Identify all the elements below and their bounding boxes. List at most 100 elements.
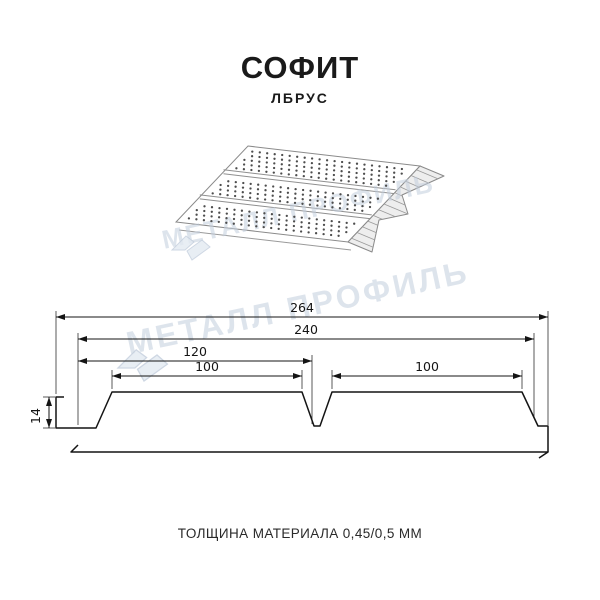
perforation-dot (226, 184, 230, 188)
perforation-dot (309, 198, 312, 202)
perforation-dot (347, 170, 351, 174)
perforation-dot (218, 211, 221, 214)
perforation-dot (251, 150, 254, 153)
perforation-dot (227, 180, 230, 183)
perforation-dot (256, 188, 260, 191)
perforation-dot (316, 195, 320, 198)
perforation-dot (318, 162, 321, 166)
perforation-dot (377, 183, 380, 186)
panel-groove-lines (199, 169, 396, 220)
perforation-dot (234, 180, 237, 184)
perforation-dot (377, 174, 381, 177)
perforation-dot (323, 219, 326, 222)
perforation-dot (271, 199, 274, 202)
perforation-dot (340, 160, 344, 164)
perforation-dot (340, 179, 343, 182)
perforation-dot (363, 163, 366, 166)
perforation-dot (318, 158, 321, 161)
perforation-dot (258, 155, 261, 159)
perforation-dot (301, 202, 304, 205)
perforation-dot (317, 172, 321, 175)
perforation-dot (263, 212, 266, 215)
perforation-dot (256, 197, 259, 200)
perforation-dot (339, 197, 342, 201)
perforation-dot (264, 184, 267, 187)
perforation-dot (195, 213, 198, 216)
page-title: СОФИТ (240, 50, 360, 85)
perforation-dot (217, 220, 220, 224)
perforation-dot (203, 205, 206, 208)
perforation-dot (361, 195, 365, 199)
dimension-arrow (46, 419, 52, 428)
perforation-dot (361, 209, 364, 212)
perforation-dot (288, 159, 291, 162)
perforation-dot (346, 203, 349, 206)
dimension-arrow (303, 358, 312, 364)
perforation-dot (355, 176, 358, 179)
perforation-dot (272, 171, 275, 174)
perforation-dot (347, 175, 351, 178)
perforation-dot (310, 175, 313, 179)
perforation-dot (370, 168, 373, 172)
perforation-dot (242, 163, 246, 166)
perforation-dot (331, 192, 335, 195)
perforation-dot (287, 168, 291, 171)
perforation-dot (242, 168, 246, 171)
perforation-dot (331, 206, 334, 209)
perforation-dot (262, 221, 266, 224)
perforation-dot (385, 179, 388, 183)
perforation-dot (272, 185, 275, 188)
perforation-dot (241, 191, 244, 194)
perforation-dot (376, 197, 380, 200)
perforation-dot (262, 225, 265, 229)
edge-hatch-line (356, 232, 375, 241)
dim-face-right: 100 (415, 359, 439, 374)
dim-useful-width: 240 (294, 322, 318, 337)
groove-line (199, 198, 372, 220)
perforation-dot (346, 194, 350, 197)
perforation-dot (265, 165, 268, 169)
perforation-dot (355, 181, 358, 184)
perforation-dot (226, 189, 230, 192)
perforation-dot (250, 155, 254, 158)
perforation-dot (287, 173, 290, 176)
perforation-dot (240, 223, 243, 226)
perforation-dot (337, 230, 340, 233)
perforation-dot (273, 153, 276, 156)
perforation-dot (241, 186, 245, 189)
perforation-dot (310, 157, 314, 160)
perforation-dot (353, 204, 357, 207)
dimension-arrow (332, 373, 341, 379)
edge-hatch-line (373, 215, 383, 220)
perforation-dot (369, 196, 372, 199)
perforation-dot (363, 168, 366, 171)
perforation-dot (249, 187, 252, 190)
perforation-dot (278, 213, 281, 217)
perforation-dot (210, 219, 213, 223)
perforation-dot (248, 210, 251, 213)
dim-overall-width: 264 (290, 300, 314, 315)
perforation-dot (340, 174, 343, 177)
perforation-dot (354, 199, 357, 202)
perforation-dot (322, 228, 325, 231)
perforation-dot (257, 169, 261, 173)
product-subtitle: ЛБРУС (271, 90, 329, 106)
dimension-arrow (525, 336, 534, 342)
perforation-dot (332, 169, 336, 172)
perforation-dot (279, 190, 282, 194)
perforation-dot (256, 192, 259, 196)
perforation-dot (280, 163, 283, 166)
perforation-dot (240, 209, 244, 212)
groove-line (223, 169, 396, 191)
perforation-dot (265, 161, 268, 164)
perforation-dot (241, 195, 244, 198)
perforation-dot (249, 191, 252, 195)
perforation-dot (308, 203, 312, 206)
perforation-dot (202, 219, 206, 222)
perforation-dot (377, 179, 380, 182)
perforation-dot (219, 193, 222, 196)
perforation-dot (295, 169, 298, 172)
perforation-dot (314, 232, 318, 235)
perforation-dot (292, 224, 296, 228)
